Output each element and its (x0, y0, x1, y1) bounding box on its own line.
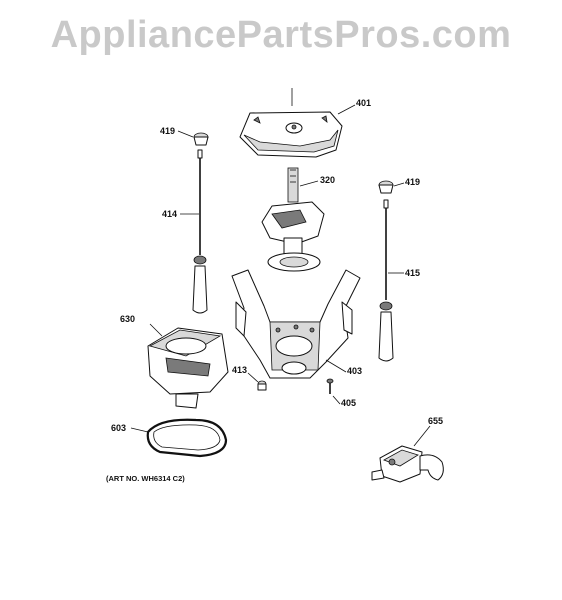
callout-415: 415 (405, 268, 420, 278)
callout-401: 401 (356, 98, 371, 108)
callout-403: 403 (347, 366, 362, 376)
part-403-frame[interactable] (231, 269, 361, 379)
part-415-suspension-rod[interactable] (378, 199, 404, 362)
callout-405: 405 (341, 398, 356, 408)
callout-603: 603 (111, 423, 126, 433)
art-number: (ART NO. WH6314 C2) (106, 474, 185, 483)
callout-419-left: 419 (160, 126, 175, 136)
callout-320: 320 (320, 175, 335, 185)
part-320-transmission[interactable] (261, 167, 325, 272)
part-419-cap-right[interactable] (378, 180, 405, 194)
part-419-cap-left[interactable] (177, 130, 209, 146)
watermark-text: AppliancePartsPros.com (50, 14, 512, 56)
callout-655: 655 (428, 416, 443, 426)
part-401-cover[interactable] (239, 88, 356, 158)
callout-419-right: 419 (405, 177, 420, 187)
part-655-pump[interactable] (371, 425, 444, 483)
part-603-belt[interactable] (130, 418, 228, 458)
callout-414: 414 (162, 209, 177, 219)
part-413-nut[interactable] (247, 372, 267, 391)
part-414-suspension-rod[interactable] (180, 149, 208, 314)
part-405-screw[interactable] (326, 378, 341, 405)
part-630-motor[interactable] (147, 323, 229, 409)
callout-630: 630 (120, 314, 135, 324)
callout-413: 413 (232, 365, 247, 375)
